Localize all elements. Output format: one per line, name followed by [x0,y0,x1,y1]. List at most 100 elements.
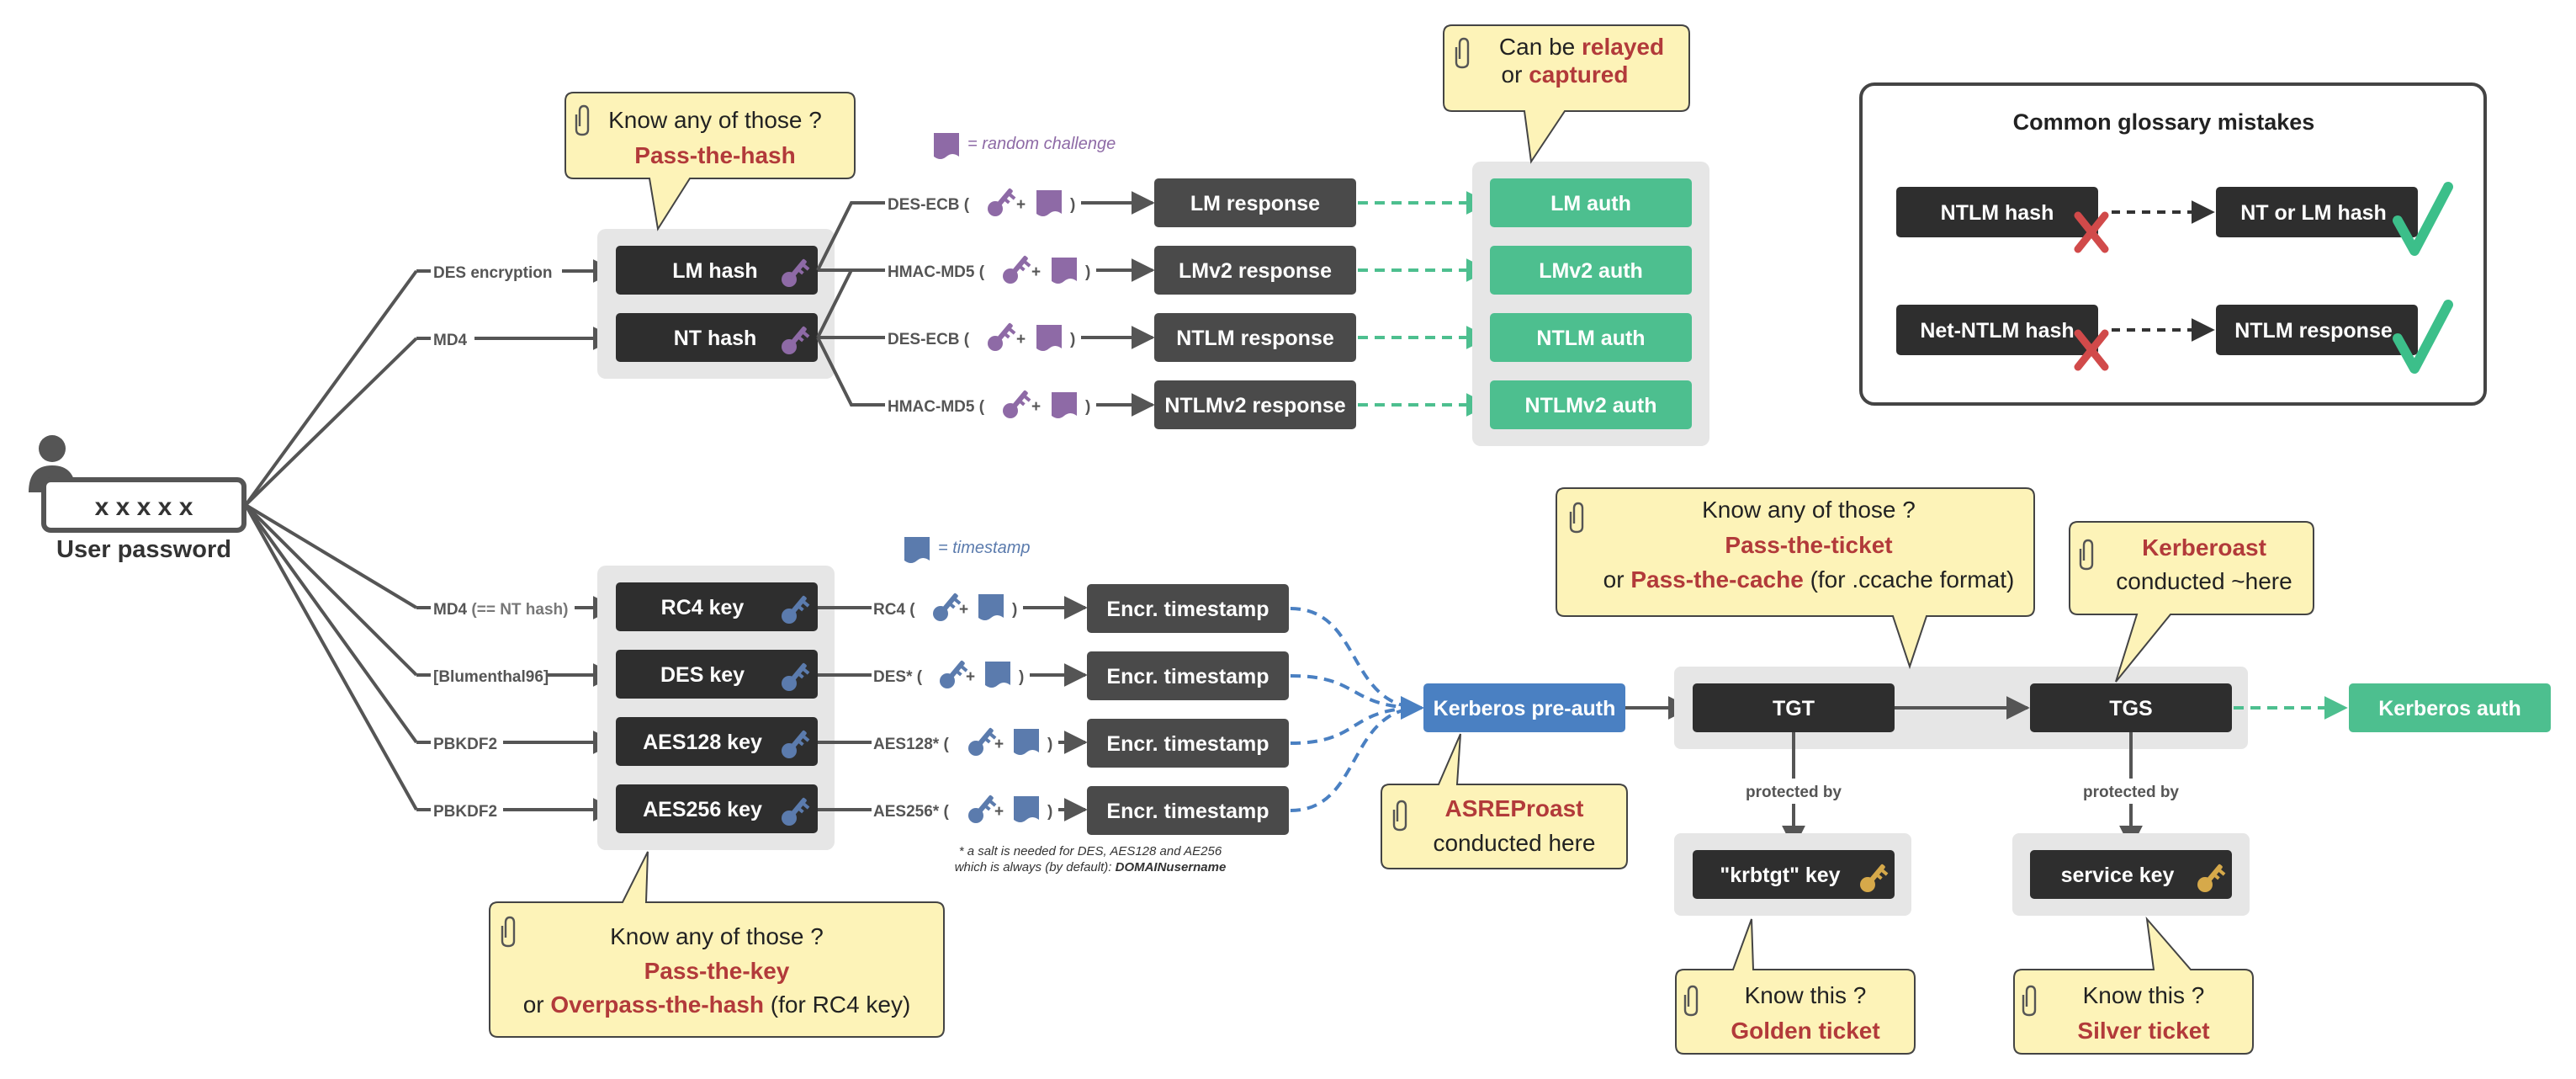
svg-text:conducted ~here: conducted ~here [2116,568,2292,594]
ntlmv2-response-box[interactable]: NTLMv2 response [1154,380,1356,429]
encr-timestamp-box-1[interactable]: Encr. timestamp [1087,584,1289,633]
svg-text:): ) [1047,736,1052,753]
svg-text:LMv2 response: LMv2 response [1179,259,1332,283]
svg-text:LMv2 auth: LMv2 auth [1539,259,1643,283]
svg-text:AES256 key: AES256 key [643,798,762,821]
relay-capture-bubble: Can be relayed or captured [1443,24,1690,164]
ntlm-auth-box[interactable]: NTLM auth [1490,313,1692,362]
svg-text:Know any of those ?: Know any of those ? [610,923,824,949]
svg-text:conducted here: conducted here [1433,830,1595,856]
svg-text:Encr. timestamp: Encr. timestamp [1106,732,1269,756]
svg-text:Pass-the-ticket: Pass-the-ticket [1725,532,1892,558]
svg-text:+: + [994,736,1004,753]
check-icon [2393,300,2453,374]
salt-note-line2: which is always (by default): DOMAINuser… [955,860,1227,874]
svg-text:+: + [959,601,968,619]
svg-text:or Overpass-the-hash (for RC4: or Overpass-the-hash (for RC4 key) [523,991,911,1018]
svg-text:or Pass-the-cache (for .ccache: or Pass-the-cache (for .ccache format) [1603,566,2015,593]
svg-text:HMAC-MD5 (: HMAC-MD5 ( [888,263,985,281]
krbtgt-key-box[interactable]: "krbtgt" key [1693,850,1895,899]
svg-text:Encr. timestamp: Encr. timestamp [1106,665,1269,688]
algo-row-aes256: AES256* ( + ) [818,795,1088,823]
svg-text:+: + [1031,398,1041,416]
svg-text:"krbtgt" key: "krbtgt" key [1720,864,1840,887]
svg-text:): ) [1047,803,1052,821]
svg-text:Know any of those ?: Know any of those ? [608,107,822,133]
algo-row-aes128: AES128* ( + ) [818,727,1088,756]
svg-text:NT or LM hash: NT or LM hash [2240,201,2387,225]
des-key-box[interactable]: DES key [616,650,818,699]
service-key-box[interactable]: service key [2030,850,2232,899]
method-blumenthal: [Blumenthal96] [433,668,549,686]
svg-text:or captured: or captured [1502,61,1629,88]
svg-text:Pass-the-key: Pass-the-key [644,958,790,984]
svg-text:): ) [1085,263,1090,281]
check-icon [2393,182,2453,256]
hash-algo-lines [816,201,885,407]
lm-hash-box[interactable]: LM hash [616,246,818,295]
method-pbkdf2-aes128: PBKDF2 [433,736,497,753]
kerberos-auth-box[interactable]: Kerberos auth [2349,683,2551,732]
svg-text:NTLMv2 response: NTLMv2 response [1164,394,1345,417]
svg-text:NTLM hash: NTLM hash [1941,201,2054,225]
aes256-key-box[interactable]: AES256 key [616,784,818,833]
glossary-row-2: Net-NTLM hash NTLM response [1896,300,2453,374]
protected-by-label-tgt: protected by [1746,784,1842,801]
lm-response-box[interactable]: LM response [1154,178,1356,227]
encr-timestamp-box-4[interactable]: Encr. timestamp [1087,786,1289,835]
svg-text:NTLMv2 auth: NTLMv2 auth [1525,394,1657,417]
pass-the-ticket-bubble: Know any of those ? Pass-the-ticket or P… [1556,487,2035,670]
glossary-title: Common glossary mistakes [2013,109,2315,135]
algo-row-des: DES* ( + ) [818,660,1088,688]
challenge-legend-text: = random challenge [967,135,1116,153]
kerberos-preauth-box[interactable]: Kerberos pre-auth [1423,683,1625,732]
encr-timestamp-box-2[interactable]: Encr. timestamp [1087,651,1289,700]
ntlm-auth-panel [1472,162,1709,446]
lm-auth-box[interactable]: LM auth [1490,178,1692,227]
svg-text:Know this ?: Know this ? [2083,982,2205,1008]
password-field[interactable] [41,477,246,533]
asreproast-bubble: ASREProast conducted here [1381,733,1628,869]
lmv2-response-box[interactable]: LMv2 response [1154,246,1356,295]
challenge-legend-icon [934,133,959,159]
encr-timestamp-box-3[interactable]: Encr. timestamp [1087,719,1289,768]
svg-text:NTLM response: NTLM response [1176,327,1334,350]
svg-text:): ) [1019,668,1024,686]
nt-hash-box[interactable]: NT hash [616,313,818,362]
svg-text:TGS: TGS [2109,697,2152,720]
aes128-key-box[interactable]: AES128 key [616,717,818,766]
svg-text:LM auth: LM auth [1550,192,1631,215]
svg-text:ASREProast: ASREProast [1445,795,1584,821]
ntlmv2-auth-box[interactable]: NTLMv2 auth [1490,380,1692,429]
cross-icon [2074,329,2109,371]
preauth-dashed-arrows [1290,607,1424,812]
svg-text:Know this ?: Know this ? [1745,982,1867,1008]
pass-the-key-bubble: Know any of those ? Pass-the-key or Over… [489,851,945,1038]
svg-text:Kerberos pre-auth: Kerberos pre-auth [1434,697,1616,720]
timestamp-legend-text: = timestamp [938,539,1030,557]
svg-text:+: + [1031,263,1041,281]
glossary-panel: Common glossary mistakes NTLM hash NT or… [1859,82,2487,406]
svg-text:HMAC-MD5 (: HMAC-MD5 ( [888,398,985,416]
algo-row-lm: DES-ECB ( + ) [888,188,1155,216]
rc4-key-box[interactable]: RC4 key [616,582,818,631]
svg-text:): ) [1012,601,1017,619]
pass-the-hash-bubble: Know any of those ? Pass-the-hash [564,92,856,231]
ntlm-response-box[interactable]: NTLM response [1154,313,1356,362]
svg-text:DES-ECB (: DES-ECB ( [888,331,970,348]
cross-icon [2074,211,2109,253]
svg-text:Golden ticket: Golden ticket [1731,1018,1879,1044]
svg-text:+: + [994,803,1004,821]
tgs-box[interactable]: TGS [2030,683,2232,732]
timestamp-legend-icon [904,537,930,563]
svg-text:AES256* (: AES256* ( [873,803,949,821]
lmv2-auth-box[interactable]: LMv2 auth [1490,246,1692,295]
svg-text:service key: service key [2061,864,2175,887]
svg-text:Silver ticket: Silver ticket [2077,1018,2209,1044]
method-md4-rc4: MD4 (== NT hash) [433,601,568,619]
svg-text:AES128 key: AES128 key [643,731,762,754]
tgt-box[interactable]: TGT [1693,683,1895,732]
svg-text:RC4 key: RC4 key [661,596,745,619]
svg-text:+: + [1016,331,1026,348]
